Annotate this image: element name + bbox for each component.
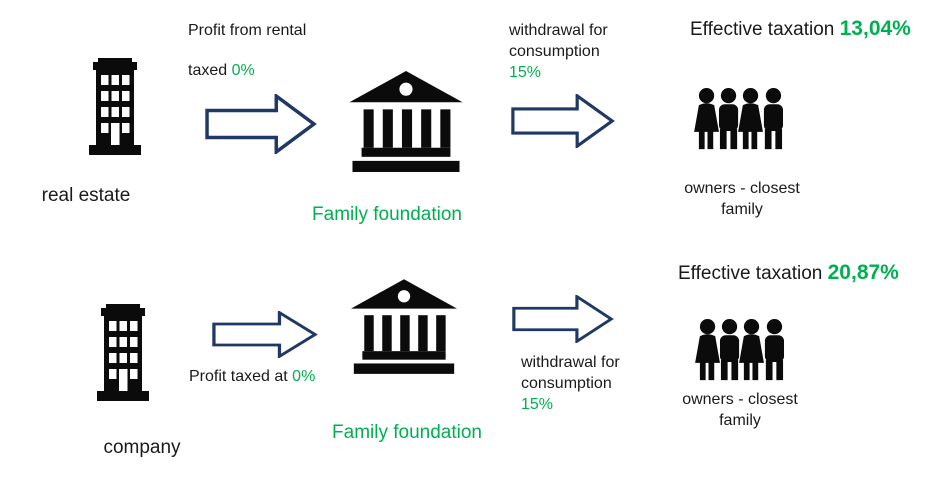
row2-profit-text: Profit taxed at 0% <box>189 366 315 387</box>
row2-profit-prefix: Profit taxed at <box>189 368 293 385</box>
row1-withdrawal-line2: consumption <box>509 43 600 60</box>
row1-effective-label: Effective taxation <box>690 19 840 40</box>
row2-withdrawal-line2: consumption <box>521 375 612 392</box>
row2-withdrawal-line1: withdrawal for <box>521 354 620 371</box>
row1-withdrawal-rate: 15% <box>509 64 542 81</box>
block-arrow-right-icon <box>205 94 317 154</box>
bank-building-icon <box>349 71 463 174</box>
row2-owners-label: owners - closest family <box>665 389 815 431</box>
block-arrow-right-icon <box>511 94 615 148</box>
row1-owners-line2: family <box>721 201 763 218</box>
family-foundation-label: Family foundation <box>312 204 462 225</box>
block-arrow-right-icon <box>512 295 614 343</box>
row1-taxed-prefix: taxed <box>188 62 232 79</box>
row1-owners-label: owners - closest family <box>667 178 817 220</box>
row2-effective-label: Effective taxation <box>678 263 828 284</box>
row2-owners-line2: family <box>719 412 761 429</box>
row2-withdrawal-rate: 15% <box>521 396 554 413</box>
company-label: company <box>103 437 181 458</box>
row2-withdrawal-text: withdrawal for consumption 15% <box>521 352 620 415</box>
row1-effective-value: 13,04% <box>839 17 911 40</box>
row1-taxed-text: taxed 0% <box>188 60 255 81</box>
row2-effective-value: 20,87% <box>827 261 899 284</box>
row1-effective-taxation: Effective taxation 13,04% <box>690 17 911 42</box>
row2-effective-taxation: Effective taxation 20,87% <box>678 261 899 286</box>
block-arrow-right-icon <box>212 311 318 358</box>
row1-withdrawal-line1: withdrawal for <box>509 22 608 39</box>
row2-owners-line1: owners - closest <box>682 391 798 408</box>
row1-profit-text: Profit from rental <box>188 22 307 39</box>
real-estate-label: real estate <box>41 185 131 206</box>
family-group-icon <box>695 318 787 383</box>
row1-taxed-rate: 0% <box>231 62 255 79</box>
row2-profit-rate: 0% <box>292 368 316 385</box>
office-building-icon <box>84 58 146 155</box>
bank-building-icon <box>351 277 457 378</box>
row1-withdrawal-text: withdrawal for consumption 15% <box>509 20 608 83</box>
family-group-icon <box>694 87 786 152</box>
office-building-icon <box>92 304 154 401</box>
row1-owners-line1: owners - closest <box>684 180 800 197</box>
family-foundation-label: Family foundation <box>332 422 482 443</box>
